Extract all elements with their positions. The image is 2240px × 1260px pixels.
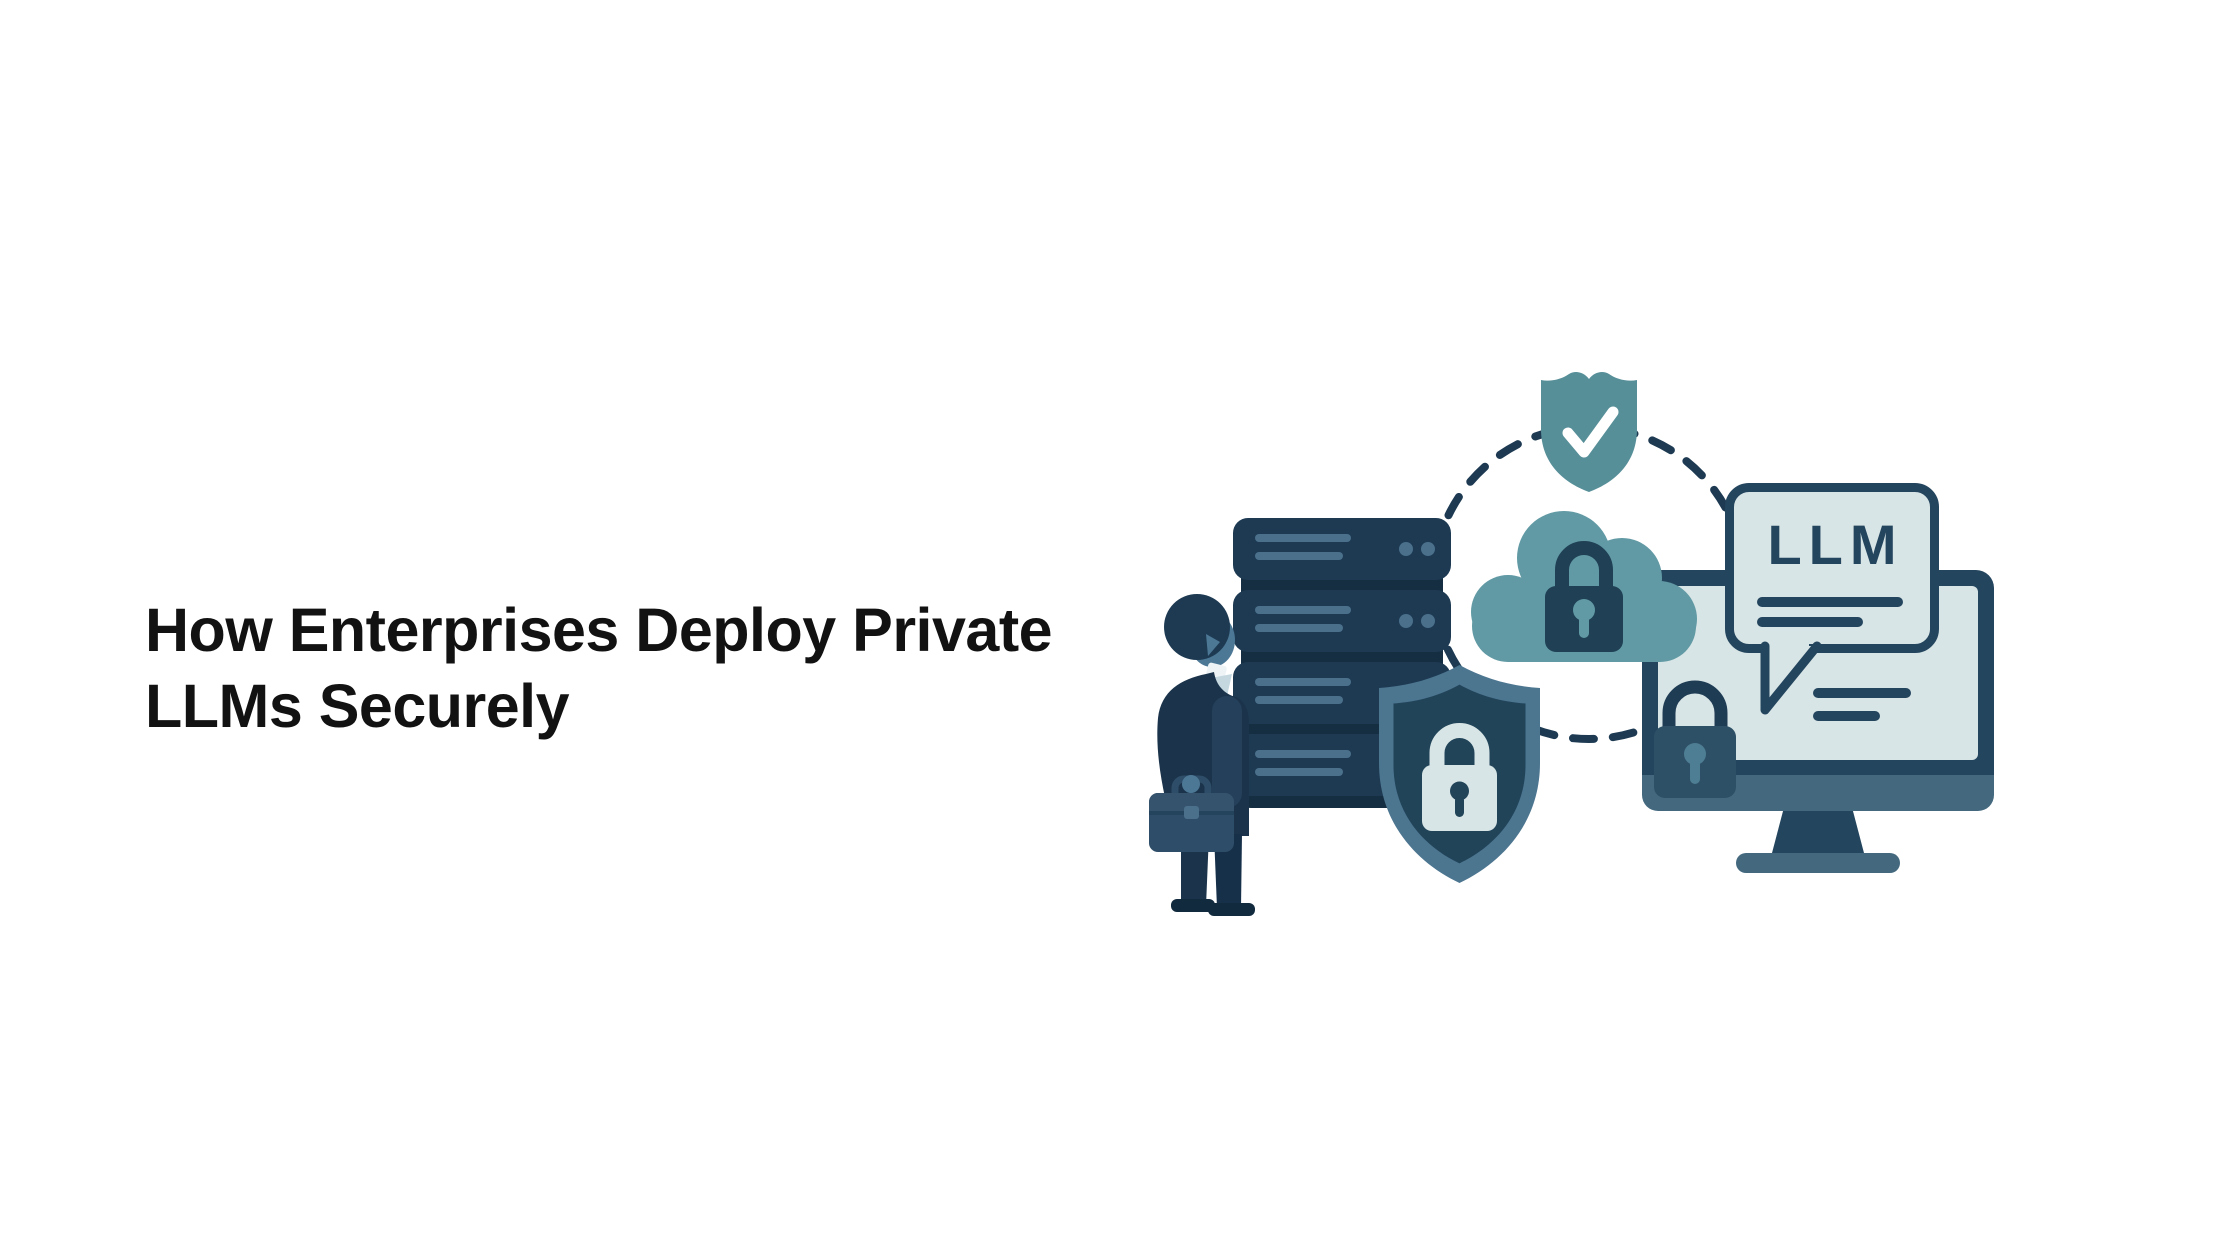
security-shield-lock-icon (1379, 665, 1540, 883)
verified-shield-check-icon (1541, 371, 1637, 492)
bubble-text-line (1757, 617, 1863, 627)
secure-cloud-lock-icon (1471, 511, 1697, 662)
bubble-text-line (1757, 597, 1903, 607)
monitor-stand (1772, 811, 1864, 853)
businessman-briefcase-icon (1149, 594, 1255, 916)
screen-text-line (1813, 688, 1911, 698)
bubble-tail (1760, 641, 1822, 715)
server-unit (1233, 590, 1451, 652)
llm-label: LLM (1767, 513, 1904, 576)
screen-text-line (1813, 711, 1880, 721)
page-title-line-2: LLMs Securely (145, 672, 570, 740)
llm-chat-bubble-icon: LLM (1725, 483, 1939, 653)
monitor-lock-icon (1654, 680, 1736, 798)
page-title-line-1: How Enterprises Deploy Private (145, 596, 1053, 664)
monitor-base (1736, 853, 1900, 873)
page-title: How Enterprises Deploy Private LLMs Secu… (145, 592, 1053, 744)
server-unit (1233, 518, 1451, 580)
